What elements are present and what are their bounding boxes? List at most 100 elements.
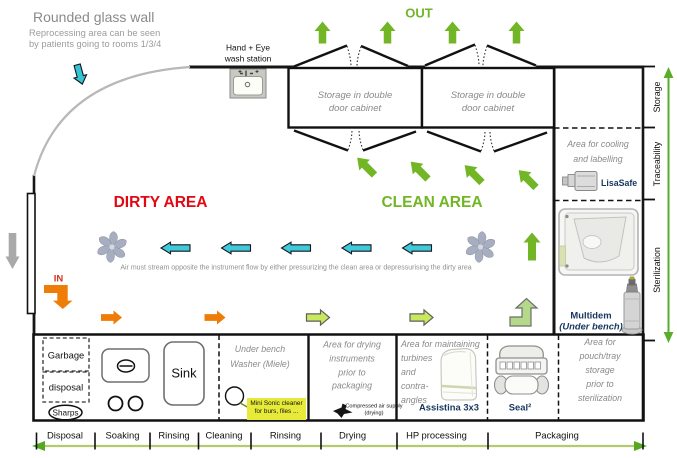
clean-flow-arrows (305, 308, 434, 327)
air-flow-note: Air must stream opposite the instrument … (120, 264, 472, 272)
diagonal-arrow-icon (357, 157, 378, 178)
sidebar-label-storage: Storage (652, 81, 662, 113)
door-leaf (360, 44, 409, 68)
timeline-stage-disposal: Disposal (47, 429, 83, 440)
timeline-stage-rinsing-2: Rinsing (269, 429, 302, 440)
maintaining-area-label: Area for maintaining turbines and contra… (401, 339, 480, 405)
air-flow-arrows (159, 241, 433, 255)
air-arrow-left-icon (340, 241, 372, 255)
storage-cabinet-1 (287, 66, 424, 129)
assistina-device-icon (440, 347, 478, 401)
out-arrow-up-icon (508, 21, 525, 44)
door-arc (356, 46, 362, 68)
door-arc (480, 129, 486, 152)
fan-icon (466, 231, 495, 263)
tap-knob-icon (127, 395, 144, 412)
wash-station-label: Hand + Eye wash station (224, 42, 272, 64)
garbage-label: Garbage (47, 349, 85, 360)
out-arrow-up-icon (314, 21, 331, 44)
door-leaf (426, 130, 482, 153)
mini-sonic-cleaner-icon (224, 386, 245, 406)
flow-arrow-right-icon (101, 310, 122, 325)
out-arrow-up-icon (379, 21, 396, 44)
sharps-container (48, 404, 83, 421)
clean-area-label: CLEAN AREA (381, 194, 483, 211)
compressed-air-label: Compressed air supply (drying) (345, 403, 403, 416)
seal-label: Seal² (508, 401, 532, 413)
air-arrow-left-icon (159, 241, 191, 255)
cooling-area-label: Area for cooling and labelling (567, 139, 629, 164)
drying-area-label: Area for drying instruments prior to pac… (323, 339, 381, 391)
multidem-device-icon (558, 208, 639, 276)
lisasafe-device-icon (562, 171, 598, 191)
diagonal-arrow-icon (410, 161, 431, 182)
door-arc (482, 45, 488, 67)
canister-icon (621, 276, 643, 335)
timeline-stage-rinsing-1: Rinsing (158, 429, 190, 440)
door-leaf (293, 44, 348, 68)
in-bent-arrow-icon (44, 285, 73, 309)
entry-door (26, 192, 36, 315)
lisasafe-label: LisaSafe (601, 177, 638, 188)
door-arc (474, 44, 480, 67)
flow-arrow-right-icon (204, 310, 226, 325)
timeline-stage-soaking: Soaking (105, 429, 140, 440)
outside-entry-arrow-icon (5, 233, 20, 269)
door-swing-arcs (346, 44, 495, 152)
fan-icon (97, 231, 127, 263)
air-arrow-left-icon (280, 241, 312, 255)
process-timeline (32, 432, 647, 451)
dirty-flow-arrows (101, 310, 226, 325)
in-label: IN (53, 273, 64, 284)
garbage-disposal-box-2 (42, 371, 90, 403)
wash-station-icon (229, 68, 267, 99)
flow-arrow-right-icon (305, 308, 331, 327)
door-leaf (486, 44, 537, 67)
washer-label: Under bench Washer (Miele) (230, 344, 290, 369)
sidebar-ticks (643, 65, 655, 342)
disposal-label: disposal (48, 381, 84, 393)
bench-outline (32, 333, 645, 422)
door-leaf (493, 131, 548, 153)
bent-up-arrow-icon (509, 297, 539, 327)
timeline-stage-hp-processing: HP processing (406, 429, 467, 440)
sidebar-flow-line (663, 67, 674, 343)
out-flow-arrows (314, 21, 525, 44)
air-arrow-left-icon (401, 241, 433, 255)
seal-device-icon (493, 345, 550, 395)
timeline-arrow-left-icon (32, 441, 45, 451)
glass-wall-title: Rounded glass wall (33, 9, 155, 25)
glass-wall-arrow-icon (72, 63, 88, 85)
cabinet-door-leaves (293, 43, 548, 153)
clean-to-storage-arrows (357, 157, 539, 191)
door-arc (347, 128, 353, 151)
timeline-stage-cleaning: Cleaning (205, 429, 243, 440)
pouch-area-label: Area for pouch/tray storage prior to ste… (577, 337, 623, 403)
flow-arrow-right-icon (409, 308, 434, 327)
timeline-arrow-right-icon (634, 441, 647, 451)
soaking-tub-icon (101, 348, 150, 383)
multidem-label: Multidem (570, 309, 612, 321)
sidebar-label-sterilization: Sterilization (652, 247, 662, 293)
dirty-area-label: DIRTY AREA (113, 194, 208, 211)
cabinet-2-label: Storage in double door cabinet (450, 90, 526, 114)
sidebar-label-traceability: Traceability (652, 141, 662, 186)
garbage-disposal-box-1 (42, 337, 90, 372)
diagonal-arrow-icon (464, 165, 485, 186)
door-leaf (293, 129, 349, 152)
multidem-note: (Under bench) (559, 320, 623, 332)
sidebar-arrow-up-icon (663, 67, 674, 78)
clean-up-arrow-icon (523, 232, 541, 261)
glass-wall-subtitle: Reprocessing area can be seen by patient… (29, 28, 162, 49)
rounded-glass-wall (32, 65, 191, 177)
air-arrow-left-icon (220, 241, 252, 255)
timeline-ticks (35, 432, 644, 450)
timeline-stage-drying: Drying (338, 429, 367, 440)
out-arrow-up-icon (444, 21, 461, 44)
timeline-stage-packaging: Packaging (535, 429, 579, 440)
sink-label: Sink (171, 365, 197, 381)
door-arc (346, 45, 352, 68)
sidebar-arrow-down-icon (663, 332, 674, 343)
